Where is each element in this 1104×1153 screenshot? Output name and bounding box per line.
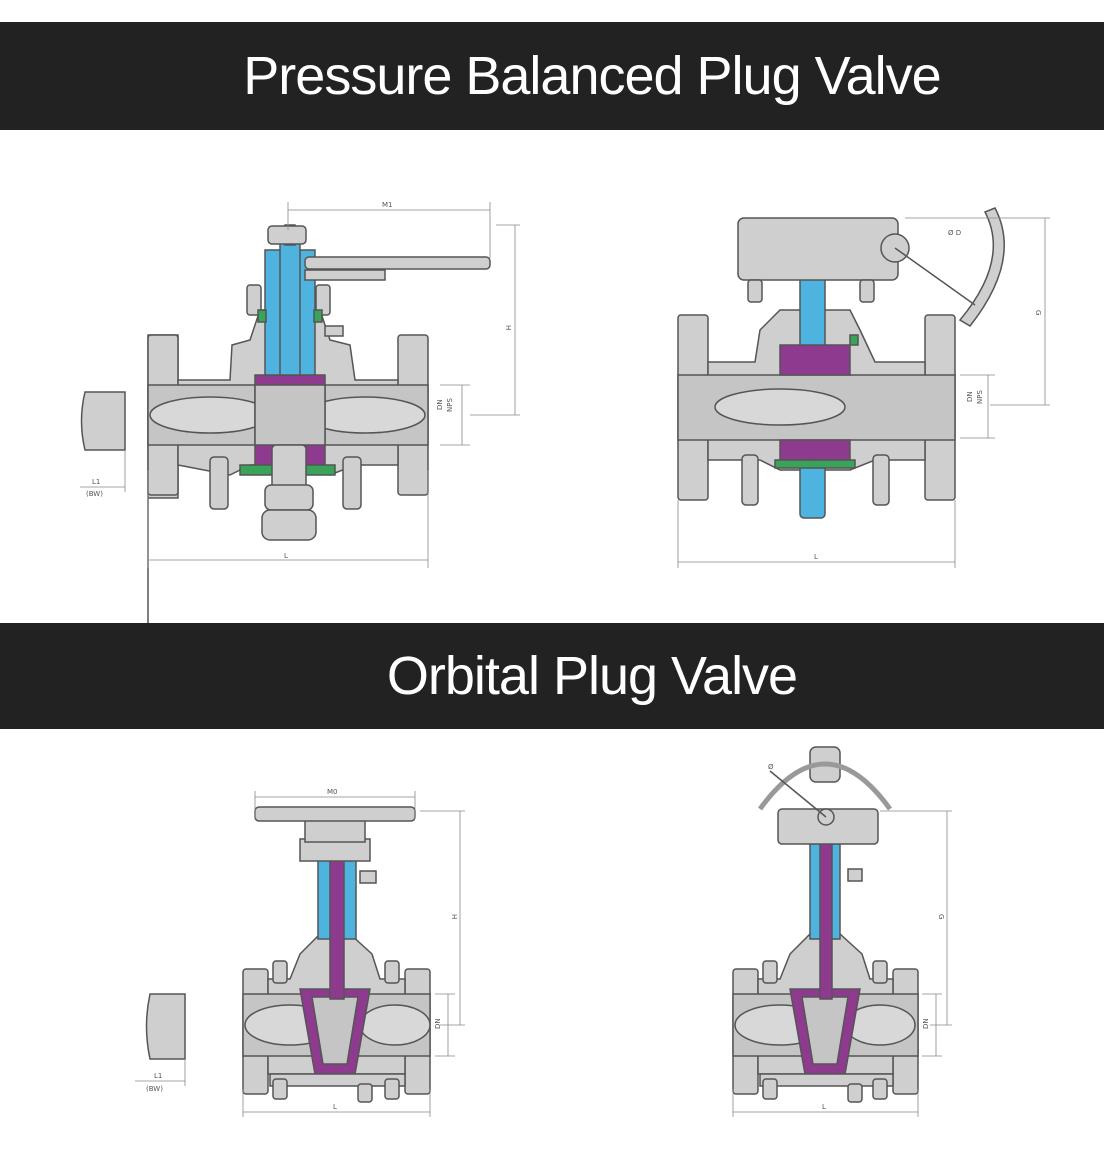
- dim-label-nps: NPS: [446, 398, 454, 412]
- dim-label-bw: (BW): [146, 1085, 163, 1093]
- dim-label-dn: DN: [966, 391, 974, 402]
- dim-label-dn: DN: [922, 1018, 930, 1029]
- pressure-balanced-gear-valve-drawing: Ø D G DN NPS L: [677, 207, 1050, 568]
- dim-label-m1: M1: [382, 201, 393, 209]
- dim-label-dn: DN: [434, 1018, 442, 1029]
- dim-label-m0: M0: [327, 788, 338, 796]
- dim-label-nps: NPS: [976, 390, 984, 404]
- dim-label-g: G: [937, 914, 945, 919]
- dim-label-l1: L1: [154, 1072, 162, 1080]
- dim-label-h: H: [504, 325, 512, 330]
- pressure-balanced-lever-valve-drawing: M1 H DN NPS L L1 (BW): [80, 201, 520, 625]
- orbital-gear-valve-drawing: Ø G DN L: [732, 746, 952, 1117]
- dim-label-l: L: [333, 1103, 337, 1111]
- section-title: Orbital Plug Valve: [386, 646, 798, 706]
- orbital-handwheel-valve-drawing: M0 H DN L L1 (BW): [135, 788, 465, 1117]
- dim-label-l1: L1: [92, 478, 100, 486]
- dim-label-g: G: [1034, 310, 1042, 315]
- dim-label-l: L: [814, 553, 818, 561]
- dim-label-dn: DN: [436, 399, 444, 410]
- dim-label-h: H: [450, 914, 458, 919]
- dim-label-l: L: [822, 1103, 826, 1111]
- dim-label-diameter: Ø D: [948, 229, 961, 237]
- dim-label-diameter: Ø: [768, 763, 774, 771]
- section-title: Pressure Balanced Plug Valve: [243, 46, 941, 106]
- section-banner-pressure-balanced: Pressure Balanced Plug Valve: [0, 22, 1104, 130]
- dim-label-l: L: [284, 552, 288, 560]
- section-banner-orbital: Orbital Plug Valve: [0, 623, 1104, 729]
- dim-label-bw: (BW): [86, 490, 103, 498]
